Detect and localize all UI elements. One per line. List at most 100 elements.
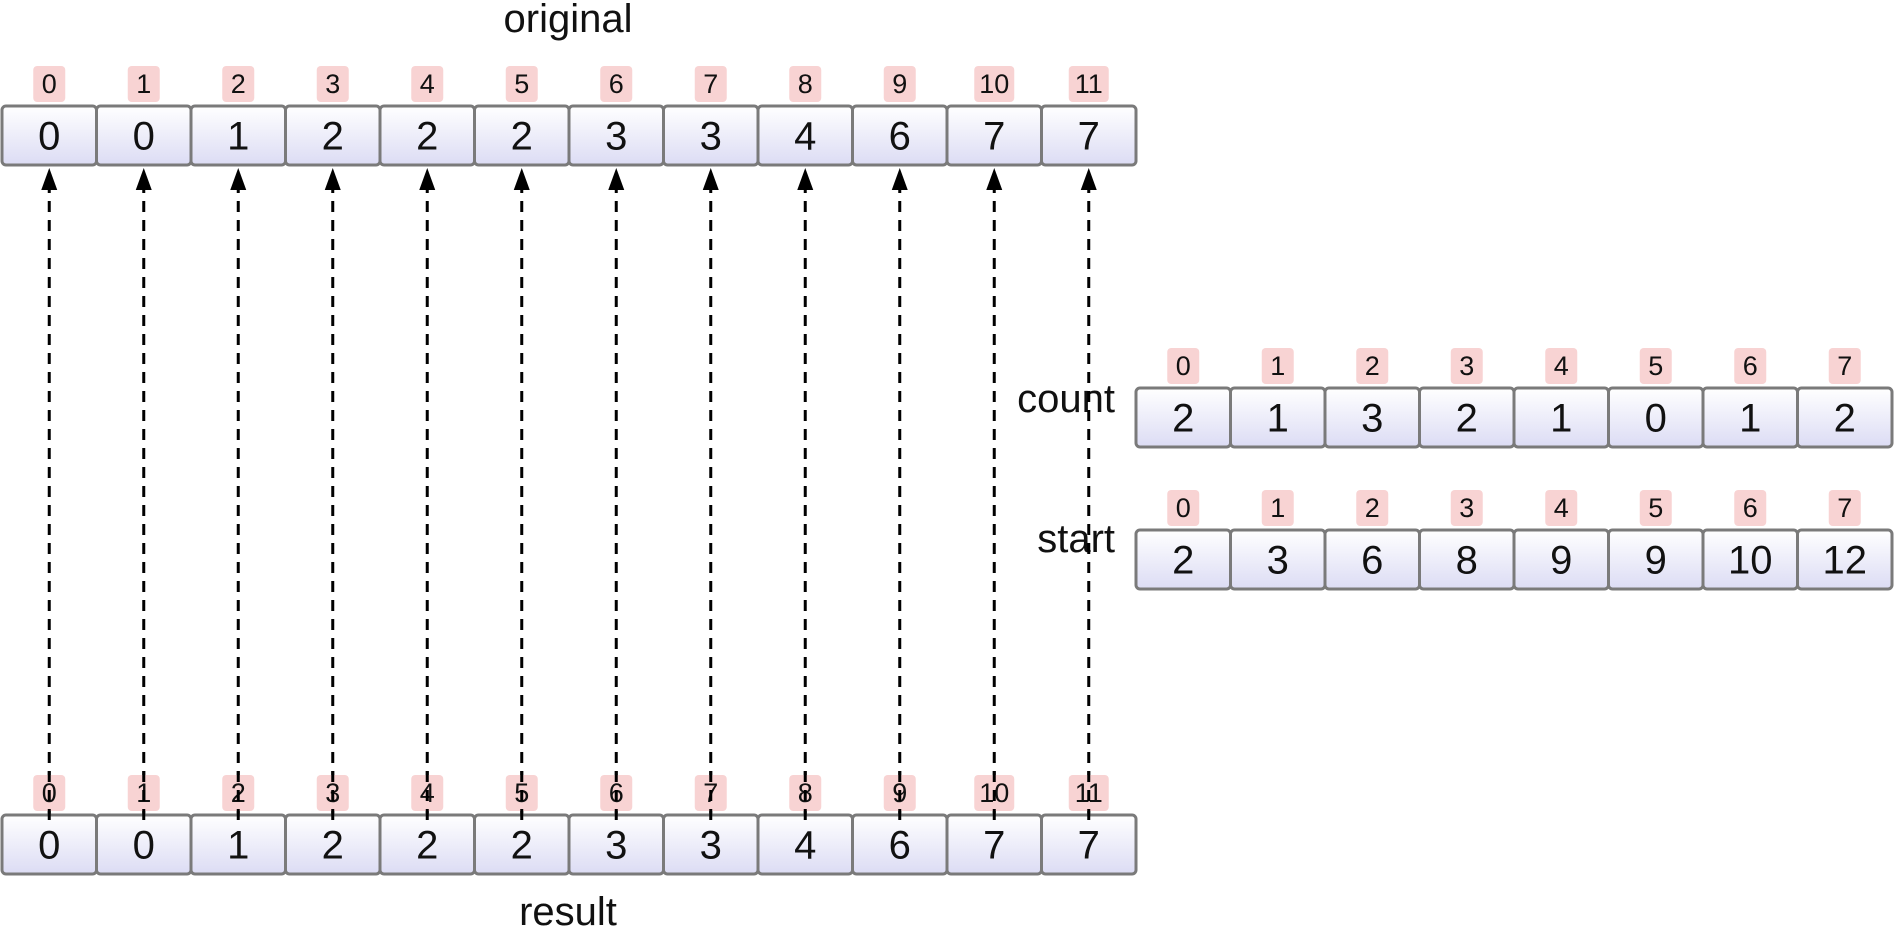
original-cell: 7 [1040, 104, 1138, 167]
pointer-arrow [1080, 168, 1097, 820]
count-index-label: 5 [1648, 351, 1663, 381]
pointer-arrow [324, 168, 341, 820]
count-index-badge: 7 [1828, 348, 1861, 384]
original-cell-value: 0 [133, 115, 155, 159]
start-index-label: 4 [1554, 493, 1569, 523]
original-array-label: original [504, 0, 633, 41]
start-index-badge: 7 [1828, 490, 1861, 526]
start-index-badge: 0 [1167, 490, 1200, 526]
original-index-badge: 3 [316, 66, 349, 102]
original-cell-value: 2 [416, 115, 438, 159]
count-cell-value: 1 [1267, 397, 1289, 441]
count-array-label: count [1017, 377, 1115, 421]
start-cell: 8 [1418, 528, 1516, 591]
count-cell-value: 2 [1172, 397, 1194, 441]
original-cell-value: 6 [889, 115, 911, 159]
result-cell: 4 [756, 813, 854, 876]
count-index-badge: 5 [1639, 348, 1672, 384]
pointer-arrow [513, 168, 530, 820]
start-cell-value: 6 [1361, 539, 1383, 583]
start-cell: 9 [1512, 528, 1610, 591]
start-index-badge: 2 [1356, 490, 1389, 526]
result-cell: 1 [189, 813, 287, 876]
original-cell-value: 4 [794, 115, 816, 159]
pointer-arrow [608, 168, 625, 820]
original-cell-value: 2 [511, 115, 533, 159]
original-cell-value: 7 [1078, 115, 1100, 159]
start-index-badge: 5 [1639, 490, 1672, 526]
start-cell: 12 [1796, 528, 1894, 591]
result-cell: 3 [662, 813, 760, 876]
count-index-badge: 2 [1356, 348, 1389, 384]
result-cell-value: 6 [889, 824, 911, 868]
original-cell: 4 [756, 104, 854, 167]
result-cell: 0 [0, 813, 98, 876]
original-cell: 3 [567, 104, 665, 167]
original-index-badge: 9 [883, 66, 916, 102]
original-index-badge: 6 [600, 66, 633, 102]
result-cell-value: 1 [227, 824, 249, 868]
start-index-label: 1 [1270, 493, 1285, 523]
result-array-label: result [519, 890, 617, 930]
original-index-badge: 11 [1068, 66, 1109, 102]
count-cell: 2 [1134, 386, 1232, 449]
count-index-label: 2 [1365, 351, 1380, 381]
original-cell: 2 [473, 104, 571, 167]
count-index-label: 0 [1176, 351, 1191, 381]
original-index-badge: 0 [33, 66, 66, 102]
original-cell-value: 3 [700, 115, 722, 159]
pointer-arrow [41, 168, 58, 820]
result-cell: 3 [567, 813, 665, 876]
start-cell-value: 9 [1550, 539, 1572, 583]
start-index-label: 2 [1365, 493, 1380, 523]
count-index-label: 7 [1837, 351, 1852, 381]
start-array-label: start [1037, 517, 1115, 561]
start-index-label: 6 [1743, 493, 1758, 523]
count-index-label: 6 [1743, 351, 1758, 381]
result-cell: 7 [945, 813, 1043, 876]
original-cell-value: 3 [605, 115, 627, 159]
start-index-label: 7 [1837, 493, 1852, 523]
result-cell: 2 [473, 813, 571, 876]
original-index-label: 7 [703, 69, 718, 99]
pointer-arrow [419, 168, 436, 820]
start-cell-value: 3 [1267, 539, 1289, 583]
count-cell: 2 [1796, 386, 1894, 449]
start-index-badge: 3 [1450, 490, 1483, 526]
start-index-label: 3 [1459, 493, 1474, 523]
start-cell-value: 2 [1172, 539, 1194, 583]
pointer-arrow [135, 168, 152, 820]
pointer-arrow [797, 168, 814, 820]
original-index-label: 3 [325, 69, 340, 99]
original-cell: 7 [945, 104, 1043, 167]
count-index-label: 1 [1270, 351, 1285, 381]
start-cell-value: 12 [1823, 539, 1868, 583]
count-cell: 2 [1418, 386, 1516, 449]
result-cell: 0 [95, 813, 193, 876]
count-cell-value: 1 [1550, 397, 1572, 441]
pointer-arrow [230, 168, 247, 820]
start-cell: 6 [1323, 528, 1421, 591]
original-cell: 2 [284, 104, 382, 167]
start-cell: 3 [1229, 528, 1327, 591]
original-cell: 6 [851, 104, 949, 167]
count-index-badge: 4 [1545, 348, 1578, 384]
count-cell-value: 3 [1361, 397, 1383, 441]
result-cell-value: 0 [133, 824, 155, 868]
result-cell-value: 2 [322, 824, 344, 868]
result-cell: 7 [1040, 813, 1138, 876]
original-index-label: 11 [1075, 69, 1103, 99]
count-cell-value: 0 [1645, 397, 1667, 441]
original-index-badge: 4 [411, 66, 444, 102]
original-index-badge: 1 [127, 66, 160, 102]
original-cell-value: 0 [38, 115, 60, 159]
start-index-label: 0 [1176, 493, 1191, 523]
original-cell: 0 [0, 104, 98, 167]
count-index-badge: 6 [1734, 348, 1767, 384]
count-cell: 1 [1229, 386, 1327, 449]
pointer-arrows [41, 168, 1097, 820]
